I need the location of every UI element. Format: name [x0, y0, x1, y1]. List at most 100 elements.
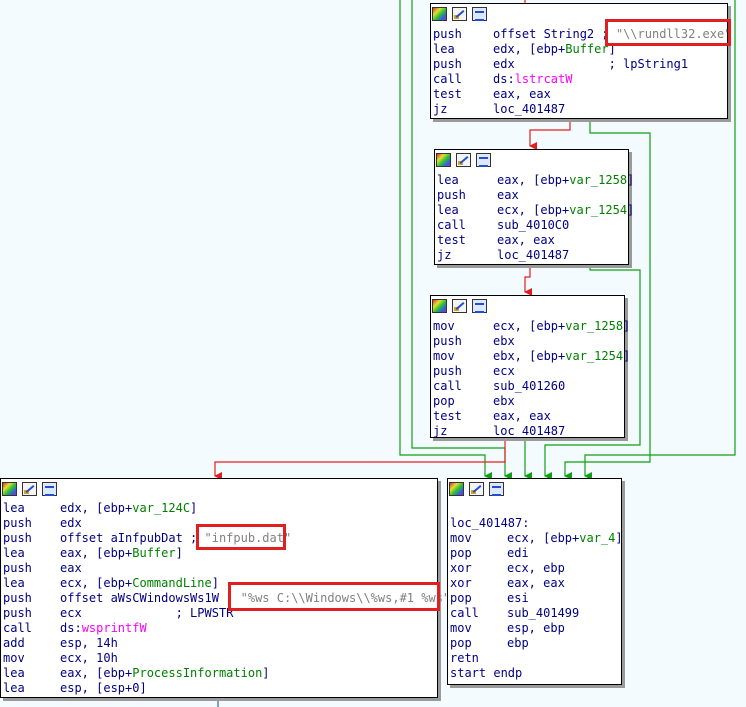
asm-line[interactable]: start endp — [450, 666, 619, 681]
list-view-icon[interactable] — [472, 299, 487, 313]
edit-node-icon[interactable] — [452, 7, 467, 21]
operand-text: ] — [190, 501, 198, 515]
operand-text: edx, [ebp+ — [60, 501, 133, 515]
list-view-icon[interactable] — [472, 7, 487, 21]
list-view-icon[interactable] — [476, 153, 491, 167]
asm-mnemonic: lea — [3, 501, 25, 515]
edit-node-icon[interactable] — [469, 482, 484, 496]
asm-mnemonic: pop — [450, 591, 472, 605]
string-literal: "\\rundll32.exe" — [615, 27, 732, 41]
graph-overview-icon[interactable] — [436, 153, 451, 167]
graph-overview-icon[interactable] — [449, 482, 464, 496]
stack-variable: Buffer — [565, 42, 609, 56]
operand-text: ecx, [ebp+ — [497, 203, 570, 217]
operand-text: ; — [594, 27, 616, 41]
edit-node-icon[interactable] — [452, 299, 467, 313]
operand-text: ebp — [507, 636, 529, 650]
stack-variable: var_4 — [579, 531, 616, 545]
edge-true-4 — [564, 118, 651, 480]
operand-text: ; LPWSTR — [81, 606, 234, 620]
asm-operands: edx, [ebp+Buffer] — [493, 42, 616, 57]
asm-operands: esp, 14h — [60, 636, 118, 651]
asm-operands: ds:lstrcatW — [493, 72, 572, 87]
asm-mnemonic: xor — [450, 576, 472, 590]
edge-false-3 — [214, 438, 506, 480]
asm-mnemonic: start endp — [450, 666, 523, 680]
edit-node-icon[interactable] — [22, 482, 37, 496]
edit-node-icon[interactable] — [456, 153, 471, 167]
asm-line[interactable]: lea edx, [ebp+Buffer] — [433, 42, 725, 57]
graph-overview-icon[interactable] — [432, 7, 447, 21]
asm-line[interactable]: lea edx, [ebp+var_124C] — [3, 501, 435, 516]
asm-line[interactable]: loc_401487: — [450, 516, 619, 531]
asm-mnemonic: push — [3, 516, 32, 530]
operand-text: offset aInfpubDat ; — [60, 531, 205, 545]
graph-overview-icon[interactable] — [432, 299, 447, 313]
operand-text: ecx, [ebp+ — [493, 319, 566, 333]
asm-line[interactable]: lea eax, [ebp+ProcessInformation] — [3, 666, 435, 681]
list-view-icon[interactable] — [42, 482, 57, 496]
operand-text: esp, ebp — [507, 621, 565, 635]
asm-mnemonic: lea — [3, 666, 25, 680]
graph-overview-icon[interactable] — [2, 482, 17, 496]
asm-operands: ecx, [ebp+var_1254] — [497, 203, 634, 218]
asm-line[interactable]: retn — [450, 651, 619, 666]
asm-operands: ecx, [ebp+var_1258] — [493, 319, 630, 334]
asm-operands: offset String2 ; "\\rundll32.exe" — [493, 27, 731, 42]
asm-mnemonic: call — [433, 379, 462, 393]
operand-text: ] — [623, 349, 631, 363]
operand-text: ] — [623, 319, 631, 333]
asm-operands: eax, [ebp+ProcessInformation] — [60, 666, 270, 681]
list-view-icon[interactable] — [489, 482, 504, 496]
asm-mnemonic: lea — [433, 42, 455, 56]
asm-line[interactable] — [450, 501, 619, 516]
asm-operands: edx, [ebp+var_124C] — [60, 501, 197, 516]
asm-mnemonic: lea — [437, 173, 459, 187]
stack-variable: var_1258 — [565, 319, 624, 333]
asm-operands: ebp — [507, 636, 529, 651]
operand-text: edx, [ebp+ — [493, 42, 566, 56]
